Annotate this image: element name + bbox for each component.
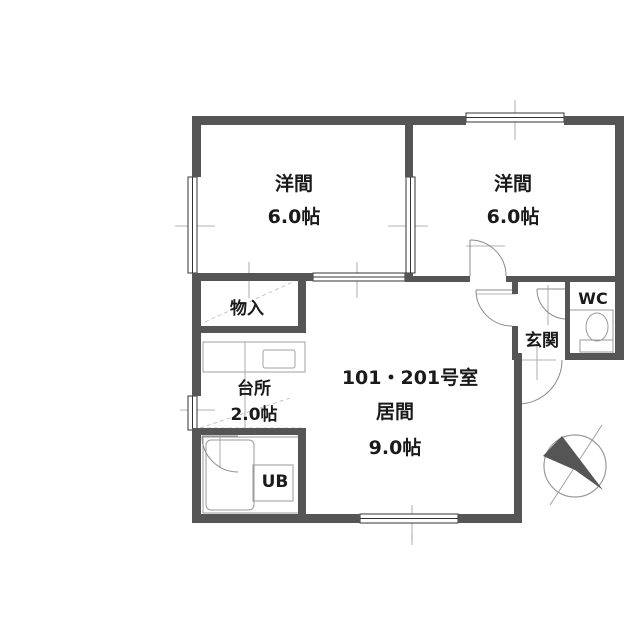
walls — [192, 116, 624, 523]
room-western-left-size: 6.0帖 — [268, 205, 321, 228]
door-swings — [201, 239, 568, 473]
toilet-fixture — [568, 309, 614, 355]
room-living: 101・201号室 居間 9.0帖 — [342, 366, 478, 459]
kitchen-counter — [202, 341, 306, 373]
room-western-right-name: 洋間 — [494, 172, 532, 195]
room-wc-name: WC — [578, 289, 607, 308]
room-western-right: 洋間 6.0帖 — [487, 172, 540, 228]
room-living-size: 9.0帖 — [369, 436, 422, 459]
room-bath-name: UB — [262, 472, 289, 492]
room-western-left: 洋間 6.0帖 — [268, 172, 321, 228]
room-entrance-name: 玄関 — [525, 330, 559, 351]
room-western-right-size: 6.0帖 — [487, 205, 540, 228]
guide-lines — [175, 100, 556, 545]
room-storage-name: 物入 — [230, 298, 264, 319]
north-arrow-icon — [543, 424, 607, 506]
room-western-left-name: 洋間 — [275, 172, 313, 195]
room-kitchen: 台所 2.0帖 — [230, 378, 277, 425]
room-living-name: 居間 — [376, 401, 414, 423]
unit-numbers: 101・201号室 — [342, 366, 478, 389]
room-kitchen-name: 台所 — [237, 378, 271, 399]
room-kitchen-size: 2.0帖 — [230, 404, 277, 425]
